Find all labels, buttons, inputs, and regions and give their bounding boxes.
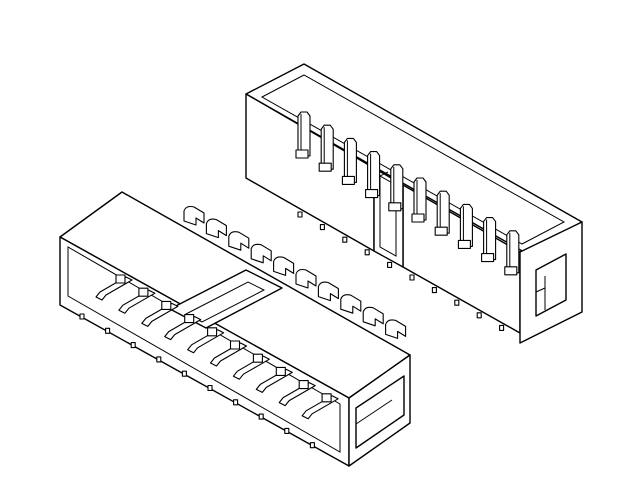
straight-pin-collar [434, 226, 448, 236]
straight-bottom-stub [342, 236, 348, 243]
straight-pin-collar [318, 162, 332, 172]
right-angle-foot [258, 413, 264, 420]
right-angle-front-pin-collar [115, 274, 126, 284]
right-angle-header [59, 191, 411, 467]
right-angle-front-pin [232, 353, 270, 380]
straight-pin-collar [457, 239, 471, 249]
straight-pin-post [390, 164, 404, 210]
straight-pin [411, 177, 427, 223]
right-angle-foot [156, 356, 162, 363]
right-angle-foot [181, 370, 187, 377]
right-angle-bent-pin [385, 319, 407, 339]
right-angle-bent-pin [228, 231, 250, 251]
straight-pin-collar [481, 253, 495, 263]
right-angle-foot [309, 442, 315, 449]
straight-header-end-window [535, 253, 567, 317]
straight-pin [434, 190, 450, 236]
right-angle-foot [284, 427, 290, 434]
straight-pin [388, 164, 404, 212]
right-angle-front-pin [187, 327, 225, 354]
straight-pin-collar [341, 175, 355, 185]
right-angle-bent-pin [250, 243, 272, 264]
straight-pin [457, 203, 473, 249]
straight-pin [504, 230, 520, 276]
right-angle-header-feet [79, 313, 315, 449]
straight-bottom-stub [454, 299, 460, 306]
right-angle-header-front-opening [67, 246, 341, 453]
right-angle-front-pin [164, 314, 202, 341]
right-angle-front-pin [118, 287, 156, 314]
straight-pin-post [297, 111, 311, 157]
right-angle-header-front-pins [95, 274, 339, 420]
right-angle-front-pin-collar [161, 300, 172, 310]
straight-pin-collar [388, 202, 402, 212]
right-angle-foot [105, 327, 111, 334]
straight-pin [295, 111, 311, 159]
straight-pin-collar [411, 213, 425, 223]
straight-pin [318, 124, 334, 172]
straight-bottom-stub [409, 274, 415, 281]
right-angle-front-pin-collar [252, 353, 263, 363]
straight-header-bottom-stubs [297, 211, 505, 331]
right-angle-header-bent-pins [183, 205, 407, 339]
right-angle-front-pin [95, 274, 133, 301]
right-angle-foot [79, 313, 85, 320]
straight-pin-collar [504, 266, 518, 276]
straight-pin-post [367, 151, 381, 197]
right-angle-foot [233, 399, 239, 406]
right-angle-bent-pin [295, 268, 317, 289]
right-angle-bent-pin [362, 306, 384, 327]
right-angle-front-pin [141, 300, 179, 327]
straight-bottom-stub [364, 249, 370, 256]
straight-pin-collar [295, 149, 309, 159]
right-angle-front-pin-collar [275, 366, 286, 376]
straight-pin [341, 137, 357, 185]
right-angle-bent-pin [317, 281, 339, 302]
right-angle-front-pin-collar [229, 340, 241, 350]
straight-header-pins [295, 111, 520, 276]
right-angle-front-pin-collar [184, 314, 195, 324]
straight-pin-post [343, 137, 357, 183]
right-angle-front-pin [255, 366, 293, 393]
right-angle-front-pin [209, 340, 248, 367]
straight-bottom-stub [476, 312, 482, 319]
straight-pin-post [320, 124, 334, 170]
right-angle-bent-pin [273, 256, 295, 276]
straight-bottom-stub [319, 224, 325, 231]
right-angle-front-pin [301, 393, 339, 420]
straight-bottom-stub [387, 261, 393, 268]
right-angle-front-pin-collar [298, 380, 309, 390]
straight-pin-collar [365, 189, 379, 199]
straight-bottom-stub [431, 287, 437, 294]
right-angle-front-pin-collar [207, 327, 218, 337]
straight-bottom-stub [499, 324, 505, 331]
right-angle-bent-pin [205, 218, 227, 239]
straight-pin [481, 217, 497, 263]
straight-header [245, 63, 583, 344]
right-angle-bent-pin [183, 205, 205, 226]
right-angle-foot [207, 384, 213, 392]
right-angle-bent-pin [340, 294, 362, 314]
straight-bottom-stub [297, 211, 303, 218]
straight-pin [365, 151, 381, 199]
right-angle-front-pin-collar [321, 393, 332, 403]
right-angle-foot [130, 342, 136, 349]
right-angle-front-pin-collar [138, 287, 149, 297]
straight-header-opening [260, 74, 566, 245]
right-angle-header-end-window [355, 375, 405, 449]
right-angle-front-pin [278, 380, 316, 407]
